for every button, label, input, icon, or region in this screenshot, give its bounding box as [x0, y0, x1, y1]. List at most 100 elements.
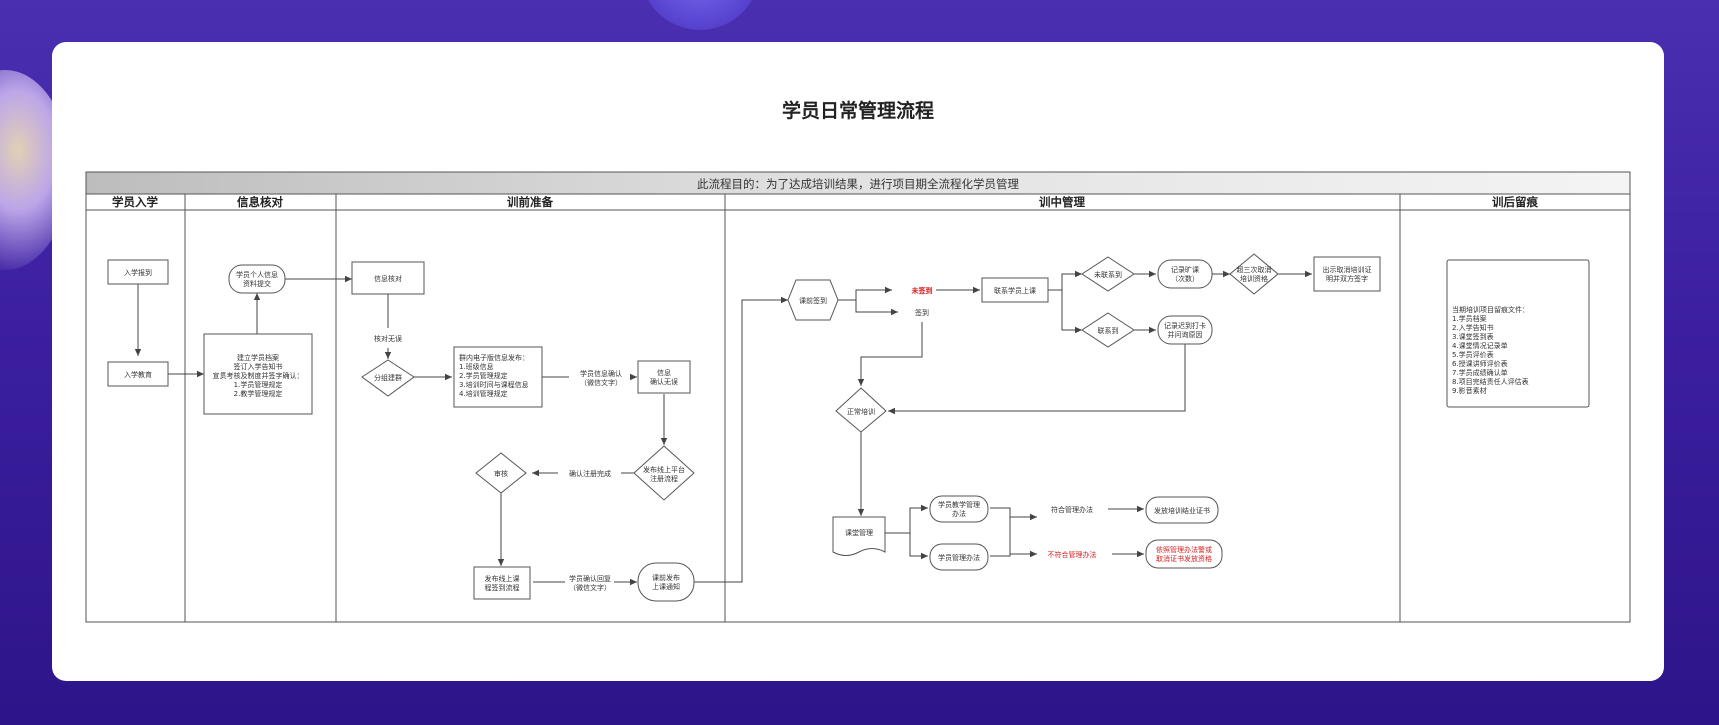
record-late-node: [1157, 315, 1213, 345]
check-ok-label: 核对无误: [374, 334, 402, 343]
cancel-cert-node: [1313, 256, 1381, 292]
teaching-rules-label-1: 学员教学管理: [938, 500, 980, 509]
notify-label-1: 课前发布: [652, 573, 680, 582]
record-late-label-2: 并问询原因: [1168, 330, 1203, 339]
confirm-reply-label-2: （微信文字）: [569, 583, 611, 592]
flowchart: 此流程目的：为了达成培训结果，进行项目期全流程化学员管理 学员入学 信息核对 训…: [85, 171, 1631, 623]
publish-group-label-4: 3.培训时间与课程信息: [459, 380, 529, 389]
page-title: 学员日常管理流程: [781, 100, 934, 122]
build-archive-label-2: 签订入学告知书: [234, 362, 283, 371]
archive-list-line-9: 8.项目完结责任人评估表: [1452, 377, 1529, 386]
signed-label: 签到: [915, 308, 929, 317]
build-archive-label-1: 建立学员档案: [237, 353, 279, 362]
contact-student-label: 联系学员上课: [994, 286, 1036, 295]
class-management-document: [832, 516, 886, 556]
student-rules-label: 学员管理办法: [938, 553, 980, 562]
issue-cert-node: [1145, 496, 1219, 524]
confirm-wechat-label-2: （微信文字）: [580, 378, 622, 387]
record-absence-label-1: 记录旷课: [1171, 265, 1199, 274]
comply-label: 符合管理办法: [1051, 505, 1093, 514]
enroll-report-label: 入学报到: [124, 268, 152, 277]
over3-label-1: 超三次取消: [1237, 265, 1272, 274]
group-label: 分组建群: [374, 373, 402, 382]
publish-group-label-3: 2.学员管理规定: [459, 371, 508, 380]
archive-list-line-4: 3.课堂签到表: [1452, 332, 1494, 341]
diagram-card: 学员日常管理流程 此流程目的：为了达成培训结果，进行项目期全流程化学员管理 学员…: [52, 42, 1664, 681]
teaching-rules-label-2: 办法: [952, 509, 966, 518]
publish-signin-label-1: 发布线上课: [485, 574, 520, 583]
group-decision: [361, 359, 415, 397]
enroll-education-node: [107, 361, 169, 387]
not-comply-label: 不符合管理办法: [1048, 550, 1097, 559]
confirm-reply-label-1: 学员确认回复: [569, 574, 611, 583]
info-check-label: 信息核对: [374, 274, 402, 283]
publish-online-label-2: 注册流程: [650, 474, 678, 483]
cancel-cert-label-1: 出示取消培训证: [1323, 265, 1372, 274]
record-absence-label-2: （次数）: [1171, 274, 1199, 283]
issue-cert-label: 发放培训结业证书: [1154, 506, 1210, 515]
class-management-label: 课堂管理: [845, 528, 873, 537]
punish-label-2: 取消证书发放资格: [1156, 554, 1212, 563]
build-archive-label-3: 宣贯考核及制度并签字确认：: [213, 371, 304, 380]
review-decision: [475, 452, 527, 494]
archive-list-line-3: 2.入学告知书: [1452, 323, 1494, 332]
punish-node: [1145, 539, 1223, 569]
archive-list-line-6: 5.学员评价表: [1452, 350, 1494, 359]
publish-online-label-1: 发布线上平台: [643, 465, 685, 474]
archive-list-line-8: 7.学员成绩确认单: [1452, 368, 1508, 377]
lane-header-info-check: 信息核对: [237, 195, 283, 209]
normal-training-label: 正常培训: [847, 407, 875, 416]
notify-node: [637, 562, 695, 602]
punish-label-1: 依照管理办法警或: [1156, 545, 1212, 554]
lane-header-enroll: 学员入学: [112, 195, 158, 209]
publish-group-node: [453, 346, 543, 408]
lane-header-pretraining: 训前准备: [507, 195, 553, 209]
publish-signin-node: [473, 566, 531, 600]
not-reached-decision: [1081, 256, 1135, 292]
info-ok-label-2: 确认无误: [650, 377, 678, 386]
student-rules-node: [929, 543, 989, 571]
lane-header-in-training: 训中管理: [1039, 195, 1085, 209]
banner-text: 此流程目的：为了达成培训结果，进行项目期全流程化学员管理: [697, 177, 1019, 191]
submit-info-label-2: 资料提交: [243, 279, 271, 288]
build-archive-label-4: 1.学员管理规定: [234, 380, 283, 389]
notify-label-2: 上课通知: [652, 582, 680, 591]
publish-group-label-2: 1.班级信息: [459, 362, 494, 371]
archive-list-line-5: 4.课堂情况记录单: [1452, 341, 1508, 350]
over3-decision: [1229, 253, 1279, 295]
info-check-node: [351, 261, 425, 295]
archive-list-line-7: 6.授课讲师评价表: [1452, 359, 1508, 368]
pre-signin-label: 课前签到: [799, 296, 827, 305]
enroll-report-node: [107, 259, 169, 285]
confirm-reg-label: 确认注册完成: [569, 469, 611, 478]
submit-info-node: [228, 264, 286, 294]
publish-signin-label-2: 程签到流程: [485, 583, 520, 592]
reached-decision: [1081, 312, 1135, 348]
decorative-glow-top: [640, 0, 760, 30]
record-absence-node: [1157, 259, 1213, 289]
confirm-wechat-label-1: 学员信息确认: [580, 369, 622, 378]
build-archive-label-5: 2.教学管理规定: [234, 389, 283, 398]
build-archive-node: [203, 333, 313, 415]
lane-header-post-training: 训后留痕: [1492, 195, 1538, 209]
connectors: [134, 270, 1312, 586]
swimlane-table: [85, 171, 1631, 623]
contact-student-node: [981, 277, 1049, 303]
archive-list-node: [1446, 259, 1590, 408]
archive-list-line-1: 当期培训项目留痕文件：: [1452, 305, 1529, 314]
publish-online-decision: [633, 445, 695, 501]
teaching-rules-node: [929, 495, 989, 523]
pre-signin-hexagon: [787, 279, 839, 321]
enroll-education-label: 入学教育: [124, 370, 152, 379]
not-signed-label: 未签到: [912, 286, 933, 295]
normal-training-decision: [835, 387, 887, 433]
info-ok-node: [637, 360, 691, 394]
reached-label: 联系到: [1098, 326, 1119, 335]
submit-info-label-1: 学员个人信息: [236, 270, 278, 279]
archive-list-line-2: 1.学员档案: [1452, 314, 1487, 323]
cancel-cert-label-2: 明并双方签字: [1326, 274, 1368, 283]
review-label: 审核: [494, 469, 508, 478]
record-late-label-1: 记录迟到打卡: [1164, 321, 1206, 330]
publish-group-label-5: 4.培训管理规定: [459, 389, 508, 398]
info-ok-label-1: 信息: [657, 368, 671, 377]
